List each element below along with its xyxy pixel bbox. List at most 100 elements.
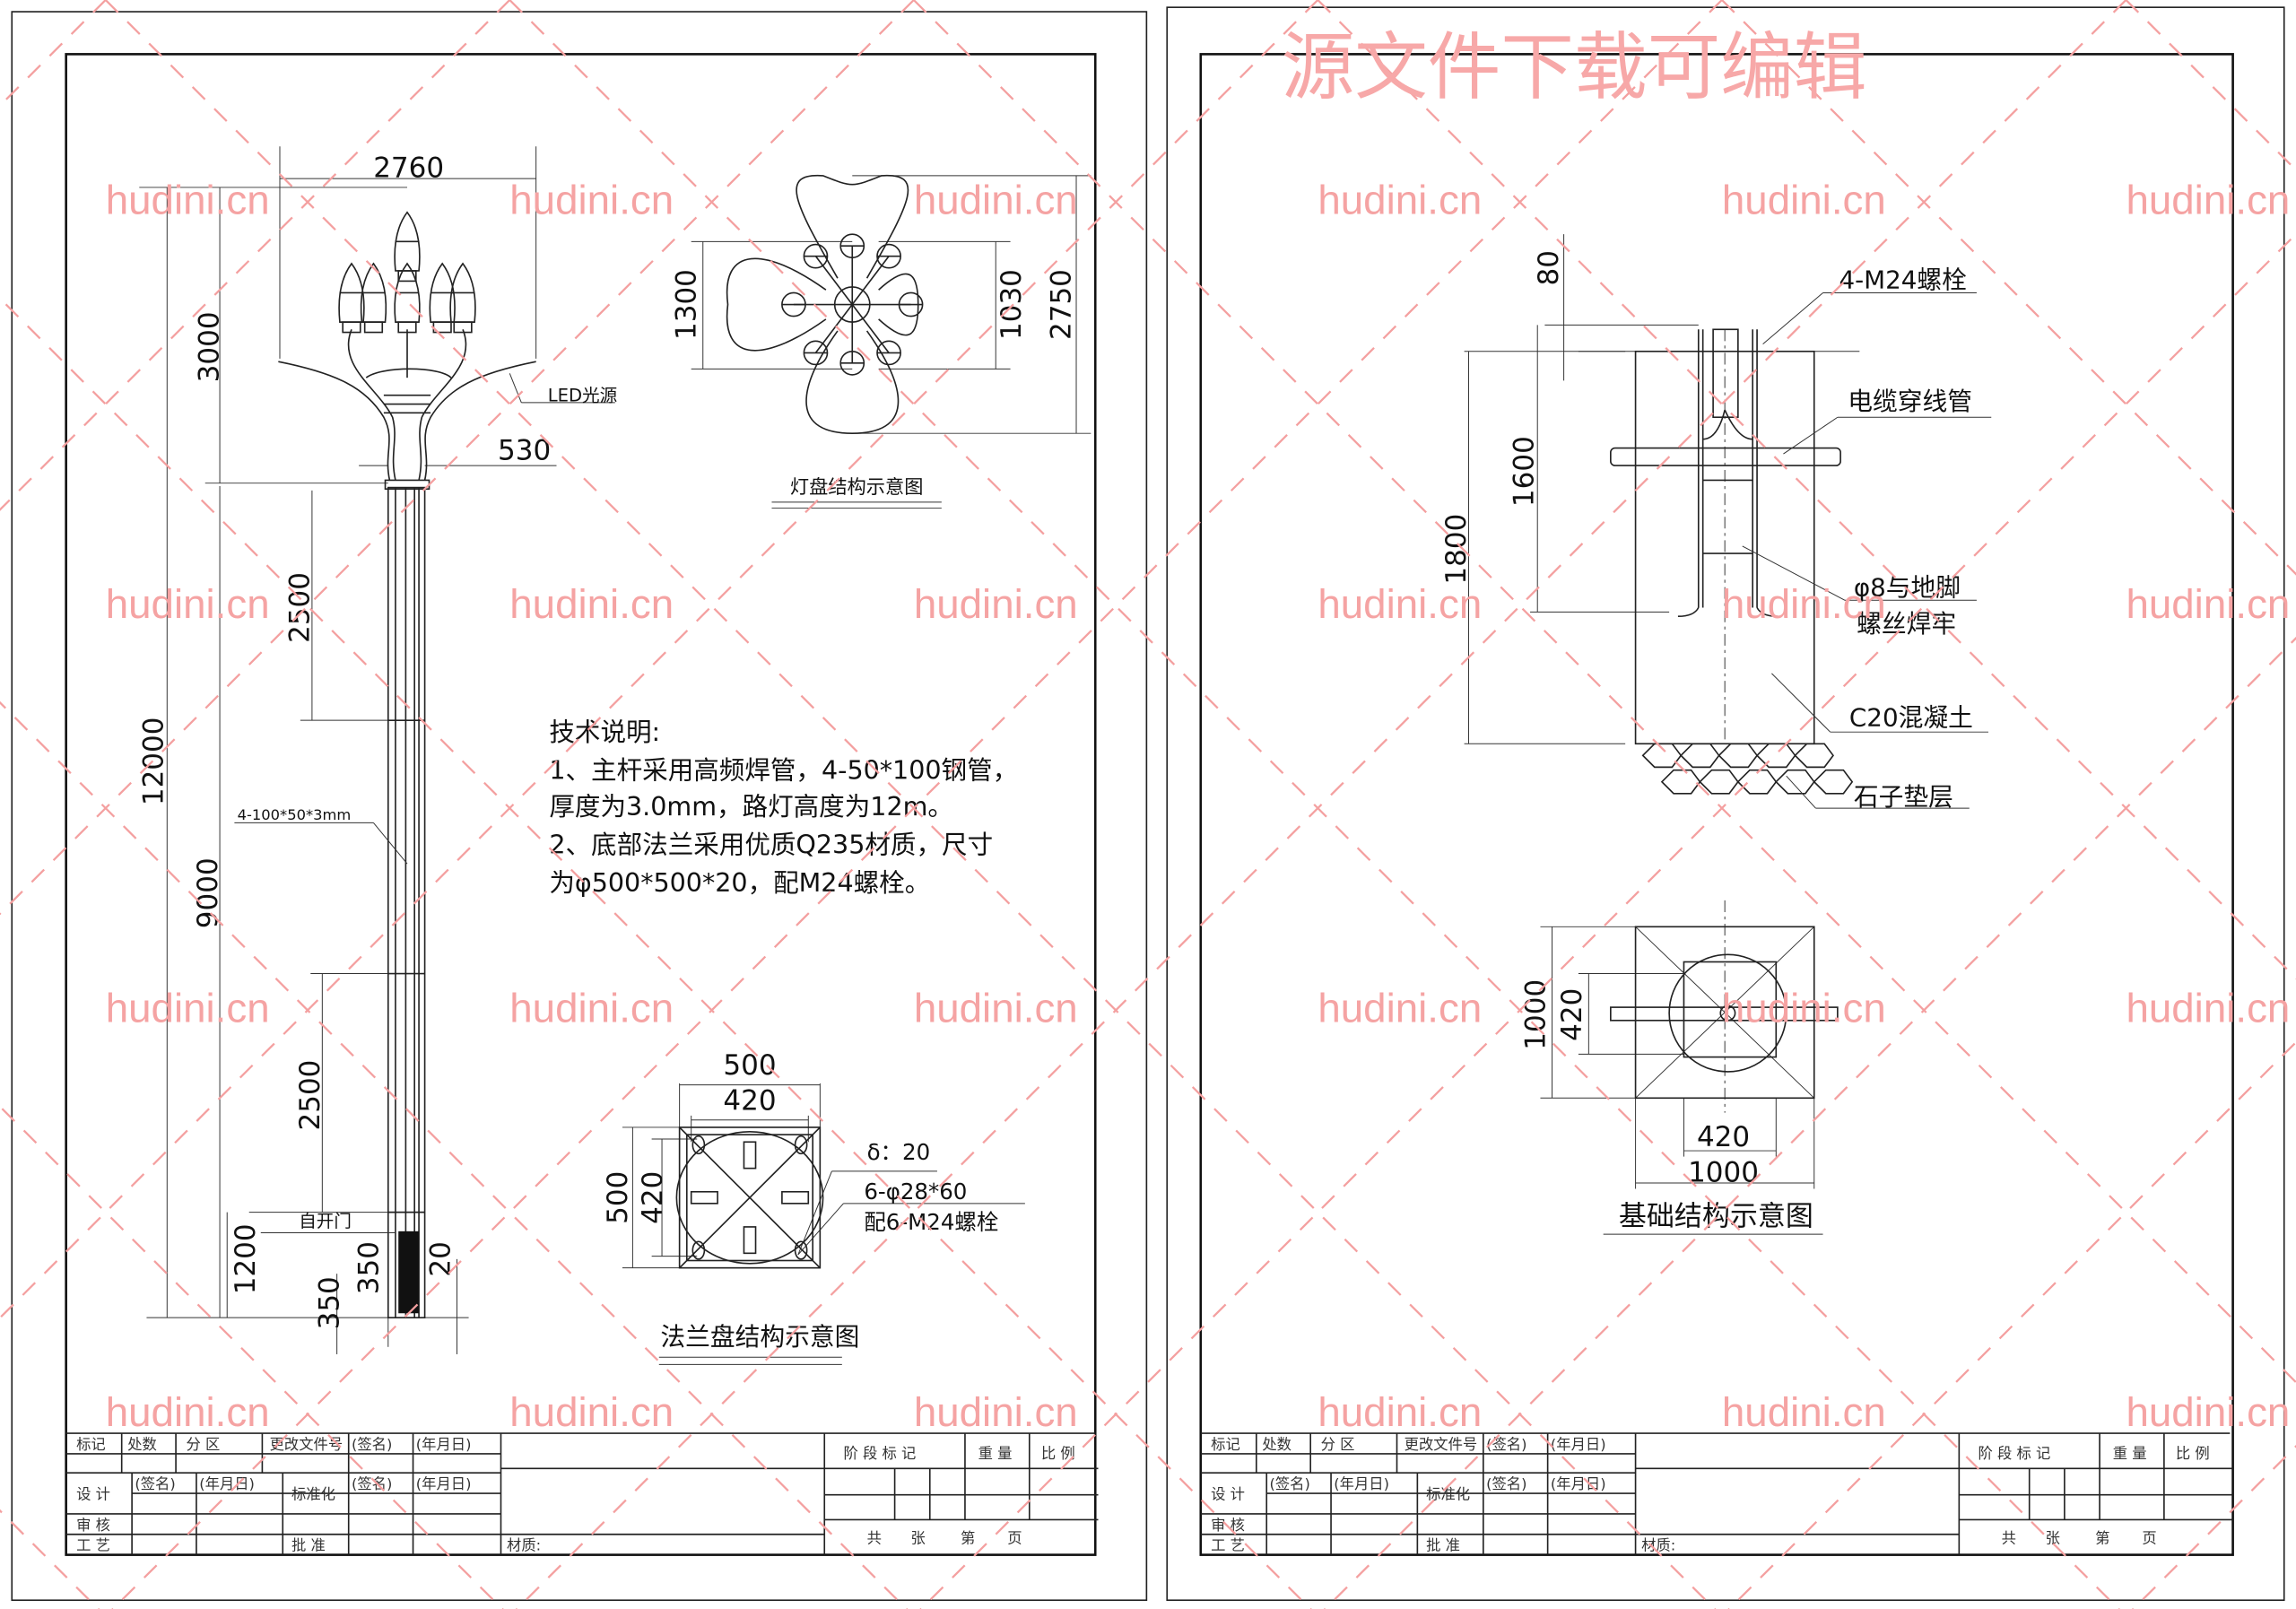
notes-line: 2、底部法兰采用优质Q235材质，尺寸 bbox=[549, 830, 993, 860]
tube-spec-label: 4-100*50*3mm bbox=[238, 806, 352, 823]
tb-total: 共 bbox=[867, 1530, 882, 1547]
tb-date: (年月日) bbox=[1551, 1475, 1606, 1492]
right-inner-frame bbox=[1199, 53, 2234, 1556]
foundation-plan: 1000 420 420 1000 基础结构示意图 bbox=[1519, 900, 1839, 1235]
title-block-right: 标记 处数 分 区 更改文件号 (签名) (年月日) (签名) (年月日) (签… bbox=[1200, 1432, 2233, 1555]
watermark-text: hudini.cn bbox=[1318, 177, 1482, 222]
lamp-bulb-icon bbox=[449, 262, 476, 323]
dim-20: 20 bbox=[424, 1241, 457, 1276]
left-outer-frame bbox=[11, 11, 1148, 1602]
label-bolts: 4-M24螺栓 bbox=[1839, 265, 1966, 295]
dim-1600: 1600 bbox=[1508, 436, 1540, 507]
title-block-left: 标记 处数 分 区 更改文件号 (签名) (年月日) (签名) (年月日) (签… bbox=[65, 1432, 1099, 1555]
watermark-text: hudini.cn bbox=[509, 177, 674, 222]
label-gravel: 石子垫层 bbox=[1854, 782, 1953, 812]
dim-plan-420-w: 420 bbox=[1697, 1121, 1750, 1153]
tb-scale: 比 例 bbox=[2176, 1445, 2210, 1462]
tb-weight: 重 量 bbox=[2113, 1445, 2147, 1462]
tb-page: 页 bbox=[2142, 1530, 2156, 1547]
tb-mark: 标记 bbox=[1211, 1436, 1240, 1453]
tb-design: 设 计 bbox=[1211, 1486, 1245, 1503]
dim-3000: 3000 bbox=[193, 311, 225, 382]
tb-total: 共 bbox=[2002, 1530, 2016, 1547]
notes-heading: 技术说明: bbox=[549, 717, 660, 747]
tb-approve: 批 准 bbox=[1426, 1537, 1460, 1554]
label-conduit: 电缆穿线管 bbox=[1848, 387, 1972, 416]
door-label: 自开门 bbox=[299, 1211, 352, 1231]
watermark-text: hudini.cn bbox=[509, 1389, 674, 1435]
dim-2500-upper: 2500 bbox=[284, 572, 317, 643]
tb-date: (年月日) bbox=[1334, 1475, 1389, 1492]
tb-count: 处数 bbox=[127, 1436, 157, 1453]
dim-500-h: 500 bbox=[602, 1171, 634, 1224]
tb-date: (年月日) bbox=[416, 1436, 472, 1453]
tb-sign: (签名) bbox=[352, 1475, 392, 1492]
tb-review: 审 核 bbox=[76, 1517, 110, 1534]
watermark-text: hudini.cn bbox=[106, 177, 270, 222]
foundation-section: 80 1600 1800 4-M24螺栓 电缆穿线管 φ8与地脚 螺丝焊牢 C2… bbox=[1440, 234, 1992, 812]
dim-420-h: 420 bbox=[637, 1171, 669, 1224]
led-source-label: LED光源 bbox=[548, 385, 618, 405]
tb-design: 设 计 bbox=[76, 1486, 110, 1503]
dim-12000: 12000 bbox=[137, 718, 170, 806]
dim-1800: 1800 bbox=[1440, 514, 1473, 585]
dim-plan-420-h: 420 bbox=[1556, 988, 1588, 1041]
tb-zone: 分 区 bbox=[1321, 1436, 1355, 1453]
tb-standard: 标准化 bbox=[291, 1486, 335, 1503]
dim-350-b: 350 bbox=[313, 1276, 345, 1329]
tb-date: (年月日) bbox=[199, 1475, 255, 1492]
watermark-text: hudini.cn bbox=[1722, 985, 1886, 1031]
watermark-text: hudini.cn bbox=[914, 177, 1078, 222]
dim-plan-1000-h: 1000 bbox=[1519, 979, 1552, 1050]
tb-sign: (签名) bbox=[135, 1475, 175, 1492]
lamp-head bbox=[278, 328, 536, 491]
watermark-text: hudini.cn bbox=[914, 985, 1078, 1031]
dim-2760: 2760 bbox=[373, 152, 444, 185]
watermark-text: hudini.cn bbox=[1722, 1389, 1886, 1435]
flange-bolts: 配6-M24螺栓 bbox=[864, 1209, 998, 1235]
tb-count: 处数 bbox=[1262, 1436, 1292, 1453]
lamp-bulb-icon bbox=[429, 262, 456, 323]
notes-line: 为φ500*500*20，配M24螺栓。 bbox=[549, 867, 930, 898]
watermark-text: hudini.cn bbox=[914, 581, 1078, 627]
dim-2750: 2750 bbox=[1045, 269, 1077, 340]
dim-80: 80 bbox=[1533, 250, 1565, 285]
lamp-plate-plan: 1300 1030 2750 灯盘结构示意图 bbox=[671, 174, 1091, 509]
tb-date: (年月日) bbox=[416, 1475, 472, 1492]
watermark-text: hudini.cn bbox=[2126, 1389, 2290, 1435]
tb-stage: 阶 段 标 记 bbox=[843, 1445, 916, 1462]
notes-line: 1、主杆采用高频焊管，4-50*100钢管， bbox=[549, 754, 1018, 785]
tb-page: 页 bbox=[1007, 1530, 1022, 1547]
technical-notes: 技术说明: 1、主杆采用高频焊管，4-50*100钢管， 厚度为3.0mm，路灯… bbox=[549, 717, 1018, 898]
watermark-text: hudini.cn bbox=[2126, 177, 2290, 222]
watermark-text: hudini.cn bbox=[106, 581, 270, 627]
dim-9000: 9000 bbox=[192, 857, 224, 928]
lamp-bulb-icon bbox=[394, 211, 421, 272]
dim-2500-lower: 2500 bbox=[294, 1060, 326, 1131]
right-outer-frame bbox=[1166, 6, 2285, 1602]
tb-zone: 分 区 bbox=[187, 1436, 221, 1453]
tb-sign: (签名) bbox=[1486, 1436, 1526, 1453]
notes-line: 厚度为3.0mm，路灯高度为12m。 bbox=[549, 791, 953, 822]
watermark-text: hudini.cn bbox=[2126, 985, 2290, 1031]
flange-plan: 500 420 500 420 δ：20 6-φ28*60 配6-M24螺栓 法… bbox=[602, 1049, 1025, 1365]
lamp-bulb-icon bbox=[338, 262, 365, 323]
lamp-bulbs bbox=[338, 211, 476, 334]
label-concrete: C20混凝土 bbox=[1849, 703, 1973, 733]
watermark-text: hudini.cn bbox=[106, 1389, 270, 1435]
tb-date: (年月日) bbox=[1551, 1436, 1606, 1453]
lamp-plate-title: 灯盘结构示意图 bbox=[790, 476, 924, 499]
tb-mark: 标记 bbox=[76, 1436, 106, 1453]
tb-process: 工 艺 bbox=[76, 1537, 110, 1554]
dim-420-w: 420 bbox=[723, 1084, 776, 1117]
left-inner-frame bbox=[65, 53, 1097, 1556]
watermark-text: hudini.cn bbox=[2126, 581, 2290, 627]
tb-stage: 阶 段 标 记 bbox=[1979, 1445, 2051, 1462]
lamp-bulb-icon bbox=[394, 262, 421, 323]
tb-standard: 标准化 bbox=[1426, 1486, 1470, 1503]
tb-sheets: 张 bbox=[2046, 1530, 2060, 1547]
tb-change-doc: 更改文件号 bbox=[1405, 1436, 1478, 1453]
watermark-text: hudini.cn bbox=[1722, 177, 1886, 222]
